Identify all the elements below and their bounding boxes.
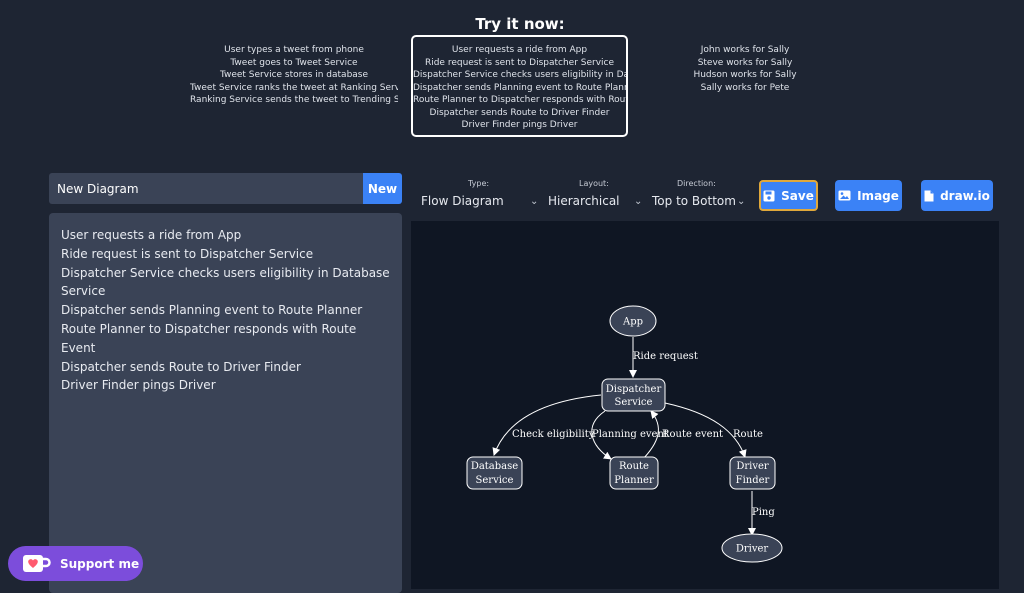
editor-line: Dispatcher sends Route to Driver Finder xyxy=(61,359,301,374)
layout-label: Layout: xyxy=(579,179,609,188)
edge-route xyxy=(664,402,747,458)
node-label: Database xyxy=(471,461,518,472)
editor-line: User requests a ride from App xyxy=(61,228,242,242)
node-label: Finder xyxy=(736,475,770,486)
image-icon xyxy=(838,190,851,201)
example-line: Hudson works for Sally xyxy=(693,70,797,80)
example-line: Dispatcher sends Route to Driver Finder xyxy=(429,107,610,118)
save-button[interactable]: Save xyxy=(759,180,818,211)
layout-select[interactable]: Hierarchical xyxy=(548,194,620,208)
node-driver xyxy=(721,533,783,563)
example-line: Dispatcher sends Planning event to Route… xyxy=(413,82,628,93)
flow-diagram: App Dispatcher Service Database Service … xyxy=(466,305,783,563)
edge-label: Route xyxy=(733,429,763,440)
example-line: Tweet Service stores in database xyxy=(219,70,369,80)
new-diagram-button[interactable]: New xyxy=(363,173,402,204)
chevron-down-icon[interactable]: ⌄ xyxy=(737,196,746,207)
diagram-canvas[interactable]: App Dispatcher Service Database Service … xyxy=(411,221,999,589)
image-label: Image xyxy=(857,188,899,203)
node-label: Driver xyxy=(736,544,769,555)
node-label: Service xyxy=(476,475,514,486)
save-label: Save xyxy=(781,188,814,203)
node-dispatcher-service xyxy=(601,378,666,412)
type-select[interactable]: Flow Diagram xyxy=(421,194,504,208)
edge-label: Route event xyxy=(662,429,723,440)
coffee-cup-icon xyxy=(23,554,51,572)
node-label: Driver xyxy=(736,461,769,472)
example-line: Tweet goes to Tweet Service xyxy=(230,57,358,68)
editor-line: Driver Finder pings Driver xyxy=(61,378,216,393)
support-label: Support me xyxy=(60,556,140,571)
node-label: App xyxy=(622,317,643,328)
node-label: Planner xyxy=(614,475,654,486)
example-line: John works for Sally xyxy=(700,45,790,55)
edge-label: Ping xyxy=(752,507,775,518)
example-line: Route Planner to Dispatcher responds wit… xyxy=(413,95,628,105)
example-line: Driver Finder pings Driver xyxy=(461,120,578,130)
node-driver-finder xyxy=(729,456,776,490)
example-line: Tweet Service ranks the tweet at Ranking… xyxy=(190,82,398,93)
direction-label: Direction: xyxy=(677,179,716,188)
floppy-disk-icon xyxy=(763,190,775,201)
example-line: Ride request is sent to Dispatcher Servi… xyxy=(424,57,615,68)
edge-planning-event xyxy=(591,410,612,460)
edge-label: Planning event xyxy=(592,429,668,440)
node-label: Dispatcher xyxy=(606,384,662,395)
example-line: User types a tweet from phone xyxy=(224,45,364,55)
try-it-now-title: Try it now: xyxy=(475,15,565,33)
file-icon xyxy=(924,190,934,201)
type-label: Type: xyxy=(468,179,490,188)
chevron-down-icon[interactable]: ⌄ xyxy=(530,196,539,207)
node-route-planner xyxy=(609,456,659,490)
edge-route-event xyxy=(640,410,659,462)
edge-check-eligibility xyxy=(492,394,602,456)
edge-label: Ride request xyxy=(633,351,698,362)
export-drawio-button[interactable]: draw.io xyxy=(921,180,993,211)
editor-line: Dispatcher Service checks users eligibil… xyxy=(61,265,390,299)
node-database-service xyxy=(466,456,523,490)
support-me-button[interactable]: Support me xyxy=(8,546,143,581)
drawio-label: draw.io xyxy=(940,188,990,203)
example-line: User requests a ride from App xyxy=(451,45,588,55)
editor-line: Route Planner to Dispatcher responds wit… xyxy=(61,321,357,355)
diagram-text-editor[interactable]: User requests a ride from App Ride reque… xyxy=(49,213,402,593)
chevron-down-icon[interactable]: ⌄ xyxy=(634,196,643,207)
example-line: Ranking Service sends the tweet to Trend… xyxy=(190,95,398,105)
example-line: Dispatcher Service checks users eligibil… xyxy=(413,70,628,80)
node-label: Service xyxy=(615,397,653,408)
example-line: Sally works for Pete xyxy=(700,82,790,93)
editor-line: Dispatcher sends Planning event to Route… xyxy=(61,303,363,318)
example-line: Steve works for Sally xyxy=(697,57,793,68)
node-app xyxy=(609,305,657,337)
edge-label: Check eligibility xyxy=(512,429,595,440)
editor-line: Ride request is sent to Dispatcher Servi… xyxy=(61,246,314,261)
example-tweet[interactable]: User types a tweet from phone Tweet goes… xyxy=(190,44,398,107)
export-image-button[interactable]: Image xyxy=(835,180,902,211)
direction-select[interactable]: Top to Bottom xyxy=(652,194,736,208)
example-ride-selected[interactable]: User requests a ride from App Ride reque… xyxy=(411,35,628,137)
node-label: Route xyxy=(619,461,649,472)
example-org[interactable]: John works for Sally Steve works for Sal… xyxy=(690,44,800,94)
diagram-name-input[interactable] xyxy=(49,173,363,204)
